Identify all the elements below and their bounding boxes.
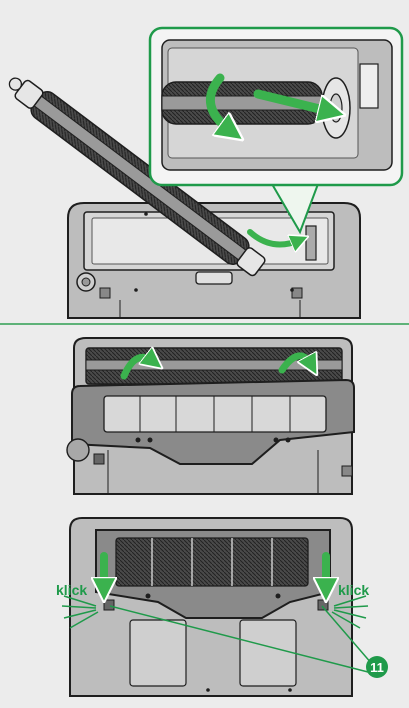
- lift-arrow-left-icon: [120, 357, 154, 380]
- robot-base-3: [69, 517, 353, 697]
- callout-connector: [271, 183, 319, 235]
- click-label-left: klick: [56, 582, 87, 598]
- step-2-panel: [66, 337, 355, 495]
- insert-arrow-icon: [247, 229, 300, 245]
- click-label-right: klick: [338, 582, 369, 598]
- step-1-panel: [8, 26, 404, 319]
- latch-left: [103, 599, 115, 611]
- step-3-panel: klick klick 11: [56, 517, 388, 697]
- brush-roll-1: [8, 77, 266, 277]
- part-number-badge: [366, 656, 388, 678]
- inset-insert-arrow-icon: [253, 89, 332, 112]
- leader-line-left: [109, 605, 369, 673]
- click-burst-right-icon: [331, 595, 369, 629]
- rotate-arrow-icon: [206, 73, 232, 132]
- leader-line-right: [321, 605, 373, 665]
- part-number-label: 11: [370, 660, 384, 675]
- latch-right: [317, 599, 329, 611]
- zoom-inset: [148, 26, 404, 187]
- lift-arrow-right-icon: [278, 356, 312, 370]
- click-burst-left-icon: [61, 595, 99, 629]
- brush-cover: [66, 378, 355, 465]
